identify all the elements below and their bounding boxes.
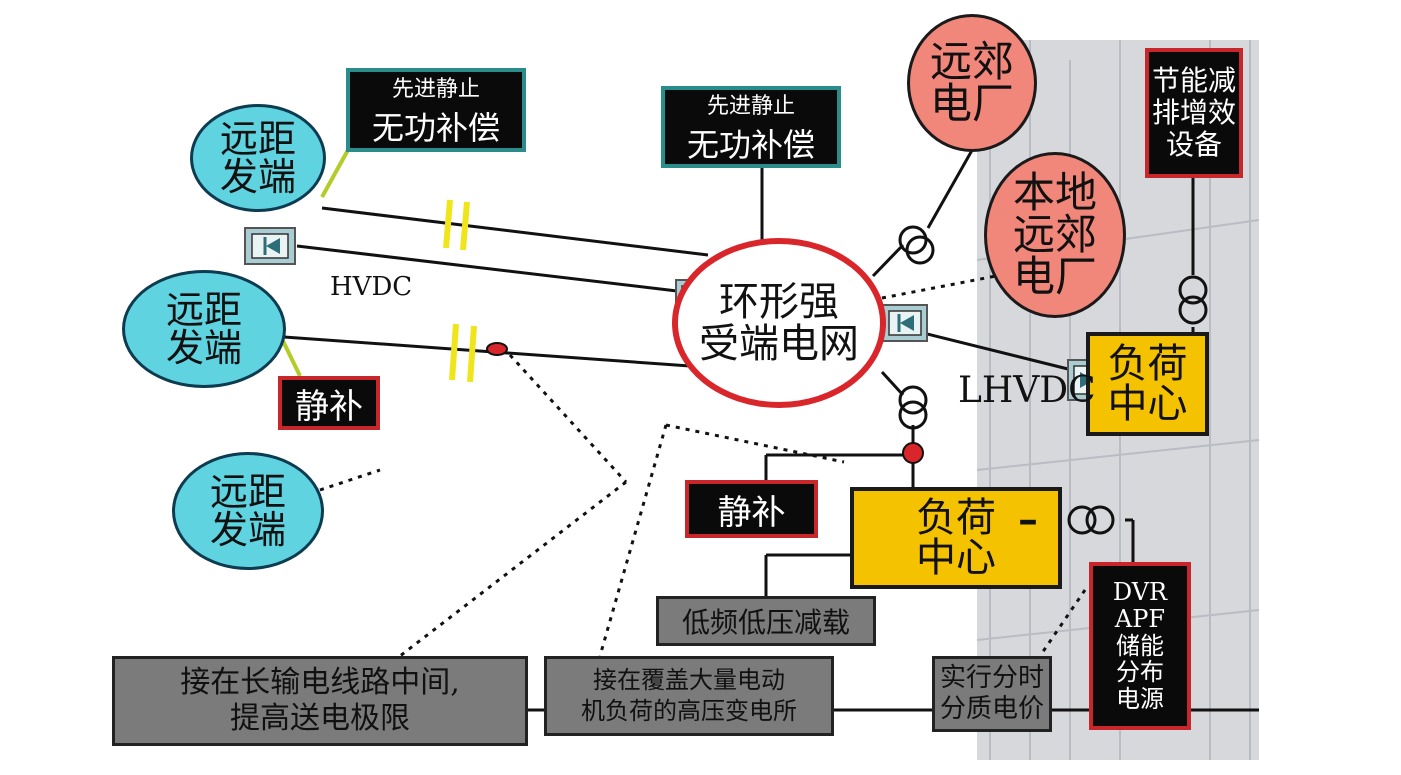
static-comp-label: 静补 [295,386,363,427]
load-center-label: 负荷 中心 [1107,341,1188,427]
dvr-label: DVR APF 储能 分布 电源 [1112,577,1168,714]
transformer-icon [1178,275,1208,325]
hvdc-label: HVDC [330,272,412,302]
local-suburban-plant-label: 本地 远郊 电厂 [1012,168,1097,301]
far-end-node: 远距 发端 [122,270,286,388]
dotted-leaders [319,274,1087,658]
note-substation-label: 接在覆盖大量电动 机负荷的高压变电所 [581,665,797,725]
low-freq-shedding-box: 低频低压减载 [656,596,876,646]
converter-icon [882,304,928,342]
svc-label-line2: 无功补偿 [686,126,815,164]
dash-mark: – [1018,496,1038,543]
converter-icon [244,227,296,265]
lhvdc-label: LHVDC [958,370,1096,411]
load-center-box: 负荷 中心 [1086,332,1209,436]
transformer-icon [1067,505,1115,535]
lhvdc-text: LHVDC [958,370,1096,411]
far-end-node: 远距 发端 [190,104,326,212]
far-end-node: 远距 发端 [172,452,324,570]
note-tou-price-label: 实行分时 分质电价 [939,662,1044,724]
series-capacitor-marks [443,199,477,383]
junction-dot [902,442,924,464]
svc-box: 先进静止 无功补偿 [661,86,841,168]
svc-stub-lines [281,149,350,377]
note-substation-box: 接在覆盖大量电动 机负荷的高压变电所 [544,656,834,736]
load-center-box: 负荷 中心 [850,487,1062,589]
far-end-label: 远距 发端 [165,288,242,370]
note-long-line-box: 接在长输电线路中间, 提高送电极限 [112,656,528,746]
static-comp-label: 静补 [717,492,786,533]
hvdc-text: HVDC [330,272,413,302]
suburban-plant-node: 远郊 电厂 [907,14,1037,152]
load-center-label: 负荷 中心 [916,495,996,581]
note-long-line-label: 接在长输电线路中间, 提高送电极限 [180,665,460,736]
low-freq-shedding-label: 低频低压减载 [681,606,850,639]
dash-label: – [1018,496,1038,543]
energy-saving-label: 节能减 排增效 设备 [1151,63,1236,162]
note-tou-price-box: 实行分时 分质电价 [932,656,1052,732]
junction-dot [486,342,508,356]
transformer-icon [898,225,935,265]
svc-box: 先进静止 无功补偿 [346,68,526,152]
svc-label-line2: 无功补偿 [371,109,500,147]
energy-saving-box: 节能减 排增效 设备 [1145,48,1243,178]
far-end-label: 远距 发端 [219,117,296,199]
ring-grid-label: 环形强 受端电网 [699,279,859,367]
suburban-plant-label: 远郊 电厂 [929,37,1014,128]
ring-grid-node: 环形强 受端电网 [672,238,886,408]
far-end-label: 远距 发端 [209,470,286,552]
dvr-box: DVR APF 储能 分布 电源 [1089,562,1191,730]
static-comp-box: 静补 [278,376,380,430]
svc-label-line1: 先进静止 [391,77,480,102]
static-comp-box: 静补 [685,480,818,538]
transmission-lines [283,144,1259,712]
transformer-icon [898,385,928,430]
local-suburban-plant-node: 本地 远郊 电厂 [984,152,1126,318]
svc-label-line1: 先进静止 [706,94,795,119]
